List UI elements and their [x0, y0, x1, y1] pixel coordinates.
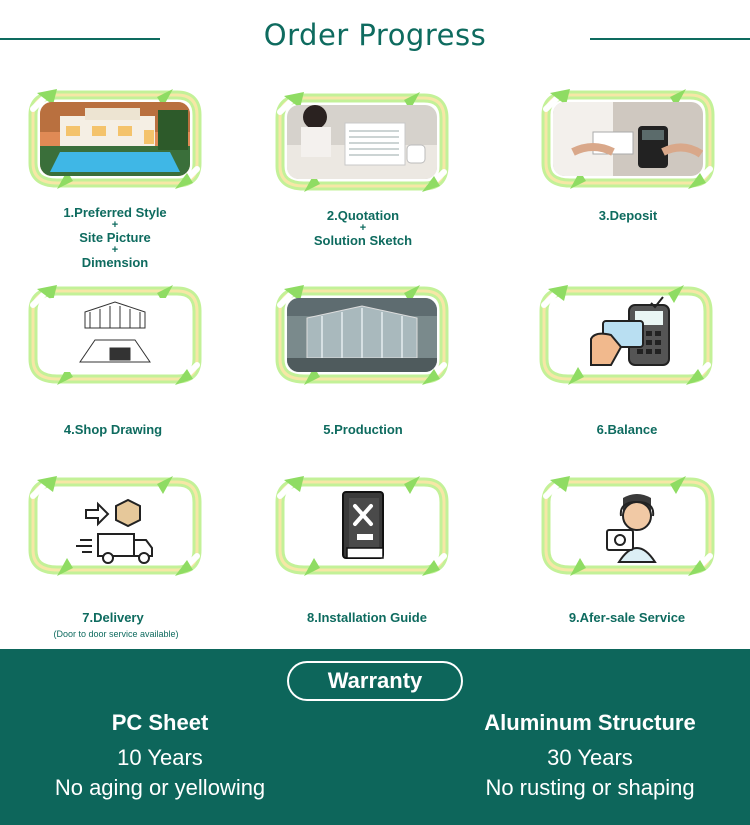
step-label-1: 1.Preferred Style + Site Picture + Dimen… — [63, 205, 167, 270]
pos-terminal-icon — [551, 295, 701, 375]
pc-sheet-heading: PC Sheet — [111, 710, 209, 735]
title-rule-left — [0, 38, 160, 40]
title-rule-right — [590, 38, 750, 40]
step-label-6: 6.Balance — [596, 422, 658, 437]
factory-production-photo — [287, 298, 437, 372]
step-delivery — [27, 476, 203, 576]
warranty-pc-sheet: PC Sheet 10 Years No aging or yellowing — [0, 709, 325, 803]
quotation-meeting-photo — [287, 105, 437, 179]
step-label-8: 8.Installation Guide — [307, 610, 427, 625]
delivery-truck-icon — [40, 486, 190, 566]
shop-drawing-sketch — [40, 298, 190, 372]
warranty-aluminum-structure: Aluminum Structure 30 Years No rusting o… — [425, 709, 750, 803]
step-label-7: 7.Delivery — [82, 610, 144, 625]
villa-pool-photo — [40, 102, 190, 176]
delivery-note: (Door to door service available) — [53, 629, 179, 639]
aluminum-years: 30 Years — [547, 745, 633, 770]
step-shop-drawing — [27, 285, 203, 385]
pc-sheet-note: No aging or yellowing — [54, 775, 266, 800]
support-agent-icon — [553, 486, 703, 566]
step-after-sale-service — [540, 476, 716, 576]
page-title: Order Progress — [263, 18, 487, 52]
pc-sheet-years: 10 Years — [117, 745, 203, 770]
step-label-5: 5.Production — [323, 422, 403, 437]
aluminum-heading: Aluminum Structure — [484, 710, 696, 735]
step-quotation — [274, 92, 450, 192]
step-label-9: 9.Afer-sale Service — [568, 610, 686, 625]
aluminum-note: No rusting or shaping — [485, 775, 695, 800]
step-label-2: 2.Quotation + Solution Sketch — [313, 208, 413, 248]
step-label-3: 3.Deposit — [598, 208, 658, 223]
warranty-title: Warranty — [287, 661, 463, 701]
step-balance — [538, 285, 714, 385]
step-deposit — [540, 89, 716, 189]
step-installation-guide — [274, 476, 450, 576]
step-label-4: 4.Shop Drawing — [63, 422, 163, 437]
warranty-panel: Warranty PC Sheet 10 Years No aging or y… — [0, 649, 750, 825]
manual-tools-icon — [287, 486, 437, 566]
step-preferred-style — [27, 89, 203, 189]
step-production — [274, 285, 450, 385]
card-payment-photo — [553, 102, 703, 176]
